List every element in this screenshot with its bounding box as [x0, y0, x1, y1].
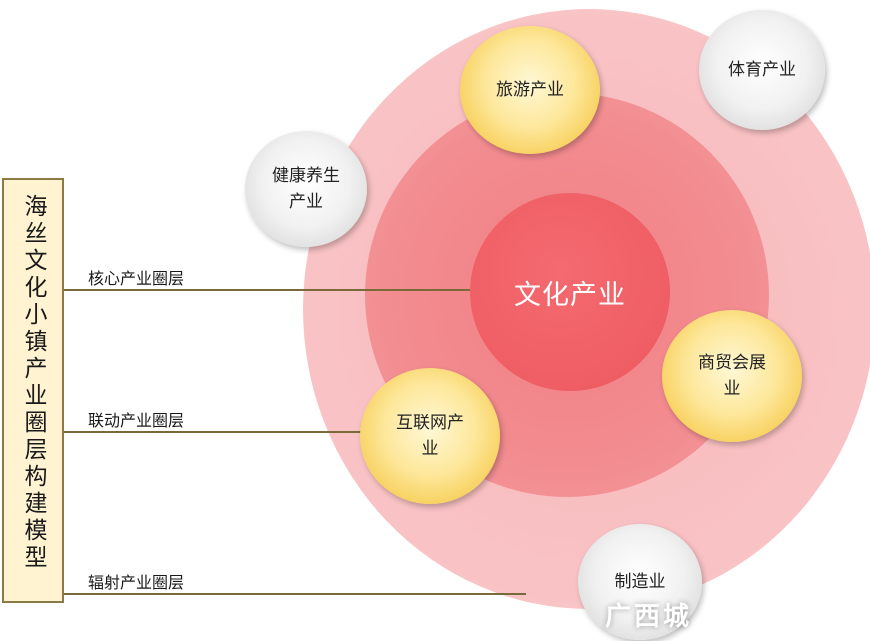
- linkage-layer-connector: [64, 431, 374, 433]
- core-layer-label: 核心产业圈层: [88, 269, 185, 288]
- core-label: 文化产业: [514, 279, 626, 311]
- model-title: 海丝文化小镇产业圈层构建模型: [20, 194, 46, 572]
- node-internet-label-1: 互联网产: [396, 413, 464, 433]
- model-title-box: 海丝文化小镇产业圈层构建模型: [2, 178, 64, 603]
- node-health: 健康养生 产业: [245, 131, 367, 247]
- node-sports-label: 体育产业: [728, 60, 796, 80]
- watermark: 广西城: [605, 602, 693, 632]
- node-internet-label-2: 业: [421, 439, 439, 459]
- linkage-layer-label: 联动产业圈层: [88, 411, 185, 430]
- node-tourism: 旅游产业: [460, 26, 600, 154]
- node-health-label-2: 产业: [289, 192, 323, 212]
- radiation-layer-label: 辐射产业圈层: [88, 573, 185, 592]
- node-tourism-label: 旅游产业: [496, 80, 564, 100]
- node-manufacturing: 制造业: [578, 524, 702, 640]
- node-internet: 互联网产 业: [360, 368, 500, 504]
- core-circle: 文化产业: [470, 193, 670, 391]
- node-sports: 体育产业: [699, 10, 825, 130]
- node-trade-label-2: 业: [723, 379, 741, 399]
- node-health-label-1: 健康养生: [272, 166, 340, 186]
- node-trade-label-1: 商贸会展: [698, 353, 766, 373]
- core-layer-connector: [64, 289, 470, 291]
- node-trade: 商贸会展 业: [662, 310, 802, 442]
- node-manufacturing-label: 制造业: [614, 572, 666, 592]
- radiation-layer-connector: [64, 593, 526, 595]
